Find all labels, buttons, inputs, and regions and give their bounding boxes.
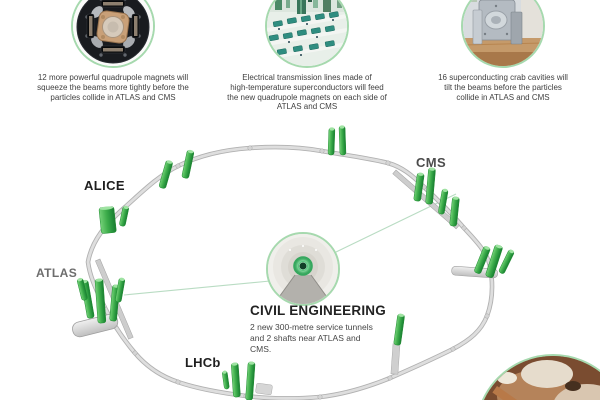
feature-caption: 12 more powerful quadrupole magnets will… <box>23 73 203 102</box>
caption-line: the new quadrupole magnets on each side … <box>227 92 387 102</box>
green-upgrade-marker <box>181 149 195 179</box>
caption-line: 12 more powerful quadrupole magnets will <box>37 73 189 82</box>
description-line: CMS. <box>250 344 272 354</box>
connector-line-right <box>335 193 457 253</box>
green-upgrade-marker <box>498 249 515 274</box>
green-upgrade-marker <box>425 167 436 205</box>
caption-line: tilt the beams before the particles <box>444 82 562 92</box>
green-upgrade-marker <box>119 205 129 227</box>
label-cms: CMS <box>416 155 447 170</box>
green-upgrade-marker <box>222 370 230 390</box>
green-upgrade-marker <box>485 244 503 278</box>
crab-cavity-photo <box>461 0 545 68</box>
green-upgrade-marker <box>231 362 241 398</box>
caption-line: Electrical transmission lines made of <box>242 73 372 82</box>
civil-engineering-description: 2 new 300-metre service tunnels and 2 sh… <box>250 322 400 355</box>
feature-transmission-lines: Electrical transmission lines made of hi… <box>217 0 397 112</box>
green-upgrade-marker <box>413 172 425 202</box>
caption-line: collide in ATLAS and CMS <box>456 92 550 102</box>
green-upgrade-marker <box>438 188 449 215</box>
label-alice: ALICE <box>84 178 125 193</box>
caption-line: squeeze the beams more tightly before th… <box>37 82 189 92</box>
upgrade-markers-layer <box>77 125 515 400</box>
description-line: 2 new 300-metre service tunnels <box>250 322 373 332</box>
feature-crab-cavities: 16 superconducting crab cavities will ti… <box>413 0 593 102</box>
quadrupole-magnet-photo <box>71 0 155 68</box>
quadrupole-magnet-illustration <box>73 0 153 66</box>
label-lhcb: LHCb <box>185 355 221 370</box>
feature-quadrupole-magnets: 12 more powerful quadrupole magnets will… <box>23 0 203 102</box>
connector-line-left <box>123 280 271 296</box>
crab-cavity-illustration <box>463 0 543 66</box>
caption-line: 16 superconducting crab cavities will <box>438 73 568 82</box>
caption-line: high-temperature superconductors will fe… <box>230 82 384 92</box>
green-upgrade-marker <box>158 160 173 189</box>
description-line: and 2 shafts near ATLAS and <box>250 333 361 343</box>
atlas-detector-barrel <box>72 313 119 338</box>
green-upgrade-marker <box>327 127 336 156</box>
caption-line: particles collide in ATLAS and CMS <box>50 92 176 102</box>
civil-engineering-title: CIVIL ENGINEERING <box>250 303 386 318</box>
green-upgrade-marker <box>393 313 405 346</box>
green-upgrade-marker <box>449 196 460 227</box>
magnet-interior-photo <box>475 354 600 400</box>
green-upgrade-marker <box>115 277 125 303</box>
green-upgrade-marker <box>94 278 107 324</box>
transmission-lines-illustration <box>267 0 347 66</box>
caption-line: ATLAS and CMS <box>276 102 338 112</box>
green-upgrade-marker <box>338 125 347 156</box>
tunnel-illustration <box>268 234 338 304</box>
transmission-lines-photo <box>265 0 349 68</box>
lhcb-base-structure <box>255 382 273 396</box>
feature-caption: 16 superconducting crab cavities will ti… <box>413 73 593 102</box>
green-upgrade-marker <box>245 361 256 400</box>
civil-engineering-photo <box>266 232 340 306</box>
green-upgrade-marker <box>98 206 117 234</box>
green-upgrade-marker <box>474 246 491 274</box>
feature-caption: Electrical transmission lines made of hi… <box>217 73 397 112</box>
label-atlas: ATLAS <box>36 266 78 280</box>
green-upgrade-marker <box>77 277 88 301</box>
civil-engineering-block: CIVIL ENGINEERING 2 new 300-metre servic… <box>250 303 400 355</box>
